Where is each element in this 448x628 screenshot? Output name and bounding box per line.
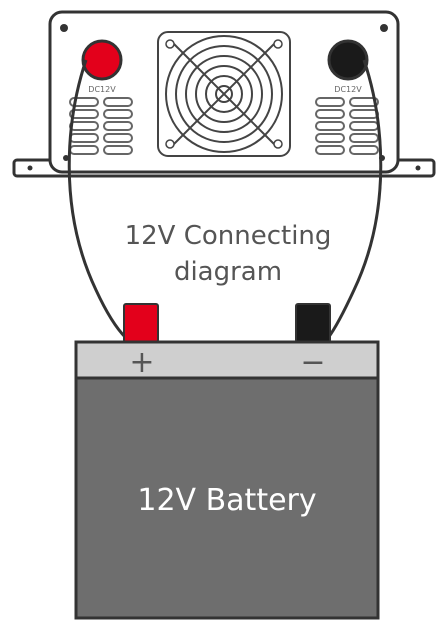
battery-body xyxy=(74,376,380,620)
battery-label: 12V Battery xyxy=(137,483,316,518)
mount-hole-left xyxy=(27,165,33,171)
battery-negative-terminal xyxy=(295,303,331,343)
screw-top-left xyxy=(60,24,68,32)
caption-line-2: diagram xyxy=(174,257,282,287)
positive-terminal-label: DC12V xyxy=(88,85,116,94)
positive-cable xyxy=(67,59,128,340)
inverter-negative-terminal xyxy=(327,39,369,81)
battery-top-band xyxy=(74,340,380,380)
inverter-positive-terminal xyxy=(81,39,123,81)
negative-cable xyxy=(326,59,383,339)
battery-negative-sign: − xyxy=(300,345,325,380)
fan-icon xyxy=(157,31,291,157)
screw-bottom-left xyxy=(63,155,69,161)
right-vent-slots xyxy=(315,97,379,155)
caption-line-1: 12V Connecting xyxy=(125,221,332,251)
battery-positive-sign: + xyxy=(129,345,154,380)
screw-top-right xyxy=(380,24,388,32)
battery-positive-terminal xyxy=(123,303,159,343)
negative-terminal-label: DC12V xyxy=(334,85,362,94)
mount-hole-right xyxy=(415,165,421,171)
